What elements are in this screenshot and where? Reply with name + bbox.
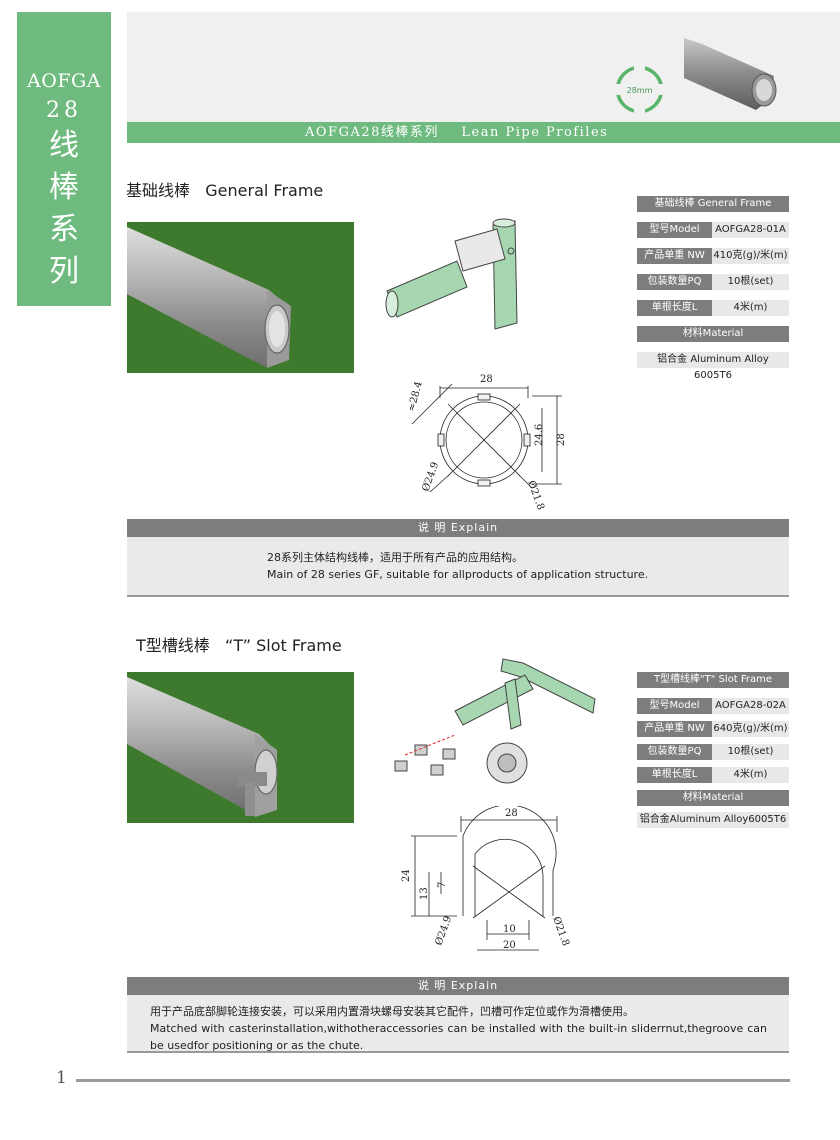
spec-key: 单根长度L (637, 767, 712, 783)
spec-value: 4米(m) (712, 767, 789, 783)
series-side-tab: AOFGA 28 线 棒 系 列 (17, 12, 111, 306)
side-tab-char-2: 棒 (49, 170, 79, 205)
spec-key: 单根长度L (637, 300, 712, 316)
spec-value: AOFGA28-02A (712, 698, 789, 714)
spec-key: 型号Model (637, 698, 712, 714)
spec-header: 基础线棒 General Frame (637, 196, 789, 212)
t-slot-section-drawing: 28 24 13 7 10 20 Ø24.9 Ø21.8 (401, 806, 571, 951)
size-badge-icon: 28mm (615, 65, 664, 114)
spec-material-label: 材料Material (637, 326, 789, 342)
side-tab-char-1: 线 (49, 128, 79, 163)
dim-slot-depth: 13 (419, 887, 430, 900)
page-number: 1 (56, 1068, 67, 1088)
spec-key: 产品单重 NW (637, 248, 712, 264)
header-title-bar: AOFGA28线棒系列 Lean Pipe Profiles (127, 122, 840, 143)
dim-outer-diameter: Ø24.9 (433, 915, 454, 947)
dim-height: 28 (556, 433, 567, 446)
spec-value: 10根(set) (712, 744, 789, 760)
explain-text-en: Matched with casterinstallation,withothe… (150, 1022, 767, 1052)
spec-key: 产品单重 NW (637, 721, 712, 737)
spec-material-value: 铝合金 Aluminum Alloy 6005T6 (637, 352, 789, 381)
section1-explain-header: 说 明 Explain (127, 519, 789, 537)
explain-text-cn: 28系列主体结构线棒，适用于所有产品的应用结构。 (267, 551, 523, 564)
section2-explain-header: 说 明 Explain (127, 977, 789, 995)
spec-material-value: 铝合金Aluminum Alloy6005T6 (637, 812, 789, 828)
spec-value: 640克(g)/米(m) (712, 721, 789, 737)
footer-rule (76, 1079, 790, 1082)
spec-value: AOFGA28-01A (712, 222, 789, 238)
side-tab-size: 28 (46, 98, 82, 123)
dim-width: 28 (505, 808, 518, 819)
spec-header: T型槽线棒"T" Slot Frame (637, 672, 789, 688)
general-frame-assembly-drawing (385, 218, 518, 330)
spec-value: 10根(set) (712, 274, 789, 290)
dim-slot-width: 10 (503, 924, 516, 935)
dim-outer-diameter: Ø24.9 (420, 461, 441, 493)
section2-title: T型槽线棒 “T” Slot Frame (136, 636, 342, 655)
spec-key: 型号Model (637, 222, 712, 238)
explain-text-cn: 用于产品底部脚轮连接安装，可以采用内置滑块螺母安装其它配件，凹槽可作定位或作为滑… (150, 1005, 634, 1018)
general-frame-section-drawing: 28 ≈28.4 24.6 28 Ø24.9 Ø21.8 (406, 374, 567, 512)
section1-title: 基础线棒 General Frame (126, 181, 324, 200)
dim-width: 28 (480, 374, 493, 385)
explain-text-en: Main of 28 series GF, suitable for allpr… (267, 568, 649, 581)
dim-slot-lip: 7 (437, 882, 448, 888)
section2-explain-body: 用于产品底部脚轮连接安装，可以采用内置滑块螺母安装其它配件，凹槽可作定位或作为滑… (127, 995, 789, 1053)
dim-inner-diameter: Ø21.8 (550, 915, 571, 947)
dim-base-width: 20 (503, 940, 516, 951)
dim-diagonal: ≈28.4 (406, 380, 425, 412)
spec-key: 包装数量PQ (637, 744, 712, 760)
spec-value: 410克(g)/米(m) (712, 248, 789, 264)
header-pipe-image (684, 38, 777, 110)
t-slot-frame-photo (127, 672, 354, 823)
dim-height: 24 (401, 869, 412, 882)
spec-key: 包装数量PQ (637, 274, 712, 290)
section1-explain-body: 28系列主体结构线棒，适用于所有产品的应用结构。 Main of 28 seri… (127, 537, 789, 597)
side-tab-brand: AOFGA (27, 70, 101, 92)
badge-label: 28mm (627, 86, 653, 95)
general-frame-photo (127, 222, 354, 373)
spec-material-label: 材料Material (637, 790, 789, 806)
dim-inner: 24.6 (534, 424, 545, 446)
side-tab-char-4: 列 (49, 254, 79, 289)
side-tab-char-3: 系 (49, 212, 79, 247)
t-slot-assembly-drawing (394, 658, 596, 784)
spec-value: 4米(m) (712, 300, 789, 316)
